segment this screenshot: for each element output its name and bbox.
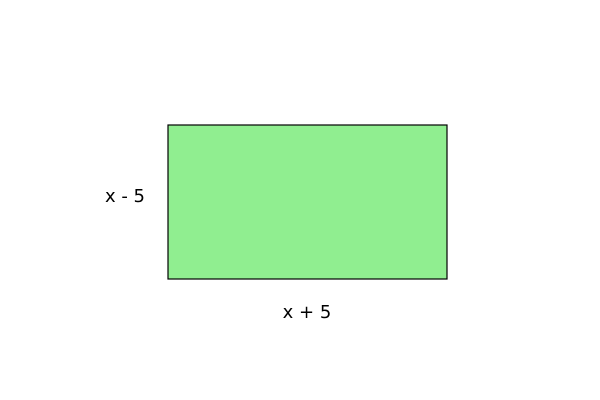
width-label: x + 5: [283, 302, 332, 323]
height-label: x - 5: [105, 186, 145, 207]
rectangle-shape: [167, 124, 448, 280]
